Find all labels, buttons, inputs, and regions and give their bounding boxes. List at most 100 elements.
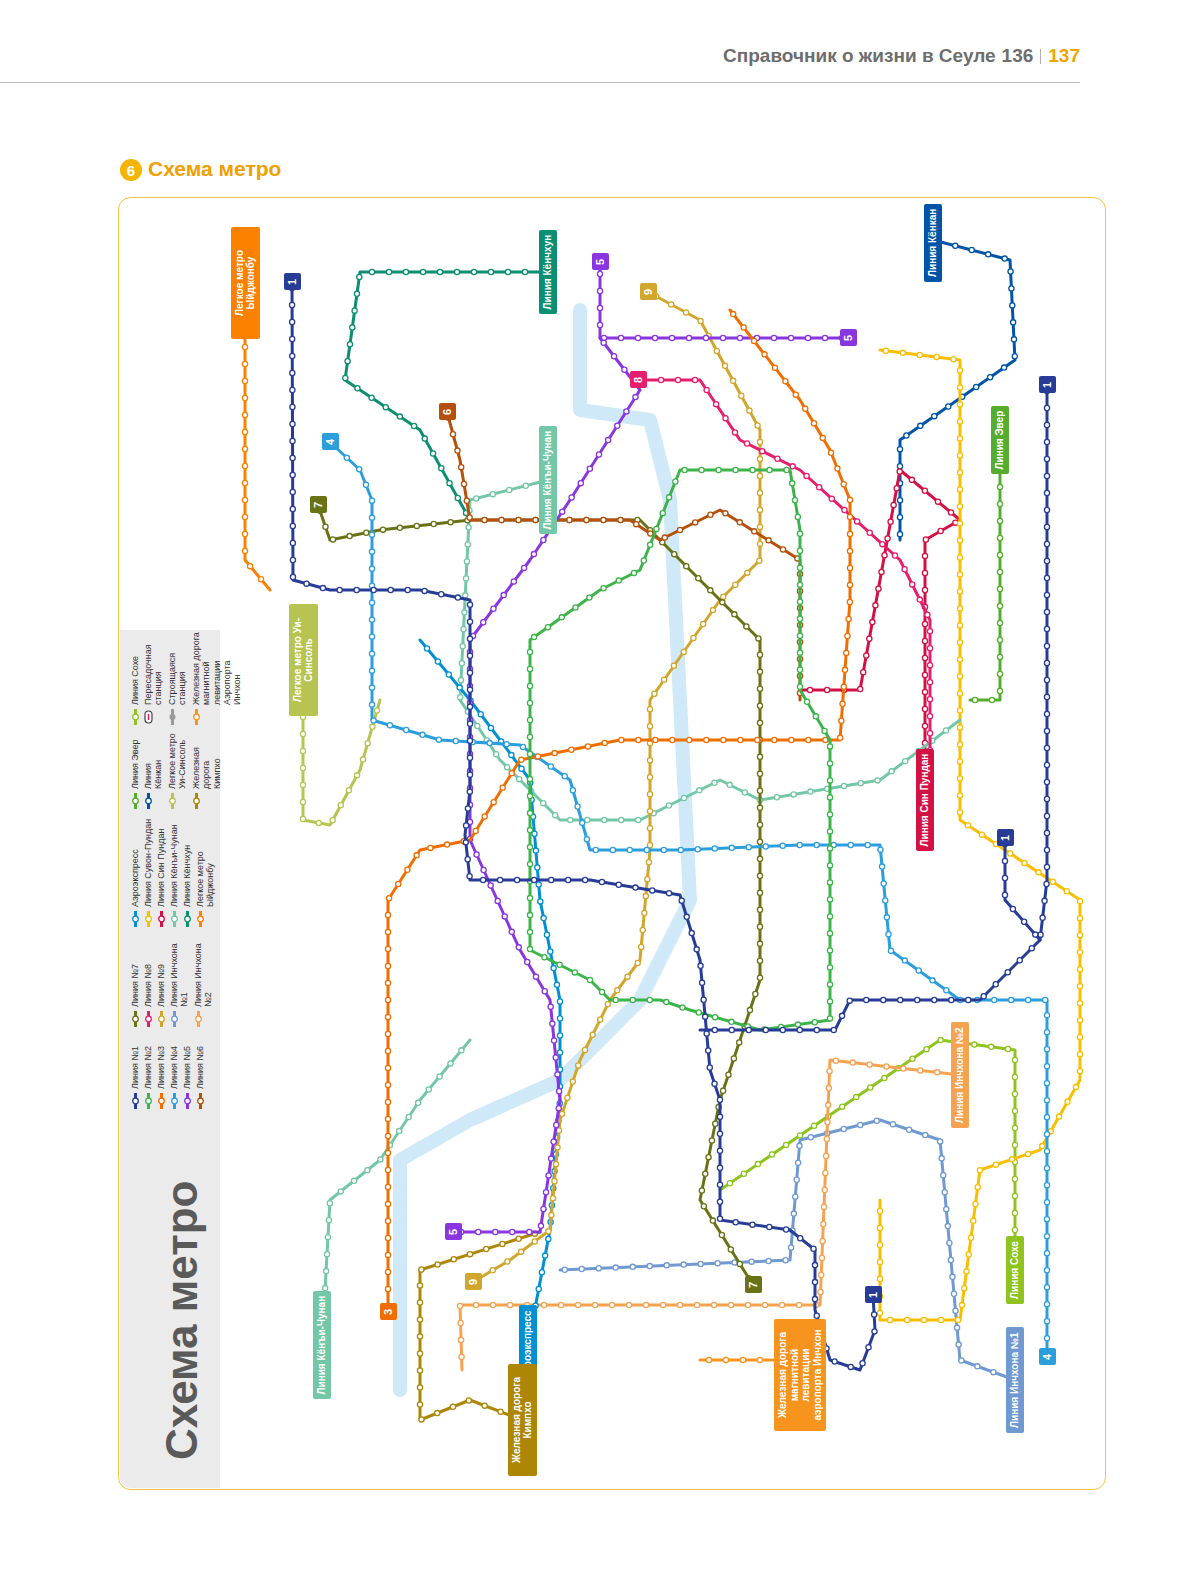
station-dot bbox=[290, 557, 295, 562]
station-dot bbox=[1008, 851, 1013, 856]
station-dot bbox=[792, 498, 797, 503]
station-dot bbox=[1026, 1151, 1031, 1156]
station-dot bbox=[923, 1132, 928, 1137]
station-dot bbox=[554, 982, 559, 987]
station-dot bbox=[797, 531, 802, 536]
station-dot bbox=[474, 852, 479, 857]
station-dot bbox=[739, 393, 744, 398]
station-dot bbox=[823, 1170, 828, 1175]
station-dot bbox=[957, 674, 962, 679]
station-dot bbox=[686, 335, 691, 340]
legend-item: Железная дорога Кимпхо bbox=[191, 732, 222, 810]
station-dot bbox=[741, 325, 746, 330]
station-dot bbox=[935, 499, 940, 504]
station-dot bbox=[717, 1114, 722, 1119]
station-dot bbox=[757, 822, 762, 827]
station-dot bbox=[1044, 660, 1049, 665]
station-dot bbox=[475, 723, 480, 728]
station-dot bbox=[757, 558, 762, 563]
station-dot bbox=[572, 970, 577, 975]
station-dot bbox=[795, 514, 800, 519]
station-dot bbox=[647, 775, 652, 780]
legend-item: Линия №4 bbox=[169, 1035, 179, 1110]
station-dot bbox=[932, 414, 937, 419]
station-dot bbox=[488, 725, 493, 730]
station-dot bbox=[827, 1016, 832, 1021]
station-dot bbox=[481, 620, 486, 625]
station-dot bbox=[951, 1291, 956, 1296]
station-dot bbox=[997, 518, 1002, 523]
station-dot bbox=[814, 1313, 819, 1318]
station-dot bbox=[1044, 473, 1049, 478]
station-dot bbox=[712, 1027, 717, 1032]
station-dot bbox=[491, 606, 496, 611]
legend-text: Пересадочная станция bbox=[143, 630, 164, 705]
station-dot bbox=[647, 997, 652, 1002]
metro-line-path bbox=[447, 412, 800, 700]
station-dot bbox=[957, 572, 962, 577]
station-dot bbox=[549, 877, 554, 882]
station-dot bbox=[1056, 1114, 1061, 1119]
station-dot bbox=[304, 581, 309, 586]
legend-item: Линия №7 bbox=[130, 933, 140, 1028]
station-dot bbox=[436, 737, 441, 742]
station-dot bbox=[664, 1263, 669, 1268]
station-dot bbox=[642, 910, 647, 915]
station-dot bbox=[575, 1302, 580, 1307]
station-dot bbox=[749, 1259, 754, 1264]
station-dot bbox=[957, 657, 962, 662]
page-header: Справочник о жизни в Сеуле136137 bbox=[723, 45, 1080, 67]
station-dot bbox=[1044, 1234, 1049, 1239]
station-dot bbox=[324, 1252, 329, 1257]
station-dot bbox=[972, 697, 977, 702]
station-dot bbox=[584, 837, 589, 842]
station-dot bbox=[973, 1201, 978, 1206]
station-dot bbox=[478, 712, 483, 717]
station-dot bbox=[599, 989, 604, 994]
station-dot bbox=[993, 982, 998, 987]
station-dot bbox=[490, 1302, 495, 1307]
station-dot bbox=[613, 1265, 618, 1270]
station-dot bbox=[476, 1229, 481, 1234]
station-dot bbox=[918, 1068, 923, 1073]
station-dot bbox=[569, 495, 574, 500]
metro-line bbox=[527, 467, 832, 1032]
station-dot bbox=[536, 882, 541, 887]
station-dot bbox=[957, 436, 962, 441]
station-dot bbox=[1077, 1018, 1082, 1023]
station-dot bbox=[613, 997, 618, 1002]
station-dot bbox=[533, 848, 538, 853]
station-dot bbox=[922, 570, 927, 575]
station-dot bbox=[812, 1262, 817, 1267]
station-dot bbox=[997, 654, 1002, 659]
station-dot bbox=[551, 966, 556, 971]
station-dot bbox=[610, 847, 615, 852]
line-number-badge: 9 bbox=[640, 284, 657, 301]
station-dot bbox=[567, 517, 572, 522]
station-dot bbox=[867, 636, 872, 641]
station-dot bbox=[805, 335, 810, 340]
station-dot bbox=[647, 792, 652, 797]
line-number-badge: 1 bbox=[284, 274, 301, 291]
station-dot bbox=[597, 271, 602, 276]
metro-line bbox=[330, 442, 1050, 1357]
line-label: Линия Син Пундан bbox=[919, 754, 931, 847]
station-dot bbox=[520, 744, 525, 749]
station-dot bbox=[647, 809, 652, 814]
station-dot bbox=[553, 1162, 558, 1167]
legend-swatch bbox=[144, 1092, 153, 1110]
station-dot bbox=[948, 1257, 953, 1262]
station-dot bbox=[966, 997, 971, 1002]
line-name-box: Линия Сохе bbox=[1006, 1236, 1024, 1304]
station-dot bbox=[556, 1128, 561, 1133]
station-dot bbox=[463, 576, 468, 581]
line-label: 1 bbox=[865, 1287, 882, 1304]
station-dot bbox=[767, 467, 772, 472]
station-dot bbox=[1044, 575, 1049, 580]
station-dot bbox=[542, 1253, 547, 1258]
station-dot bbox=[842, 507, 847, 512]
station-dot bbox=[979, 832, 984, 837]
station-dot bbox=[884, 915, 889, 920]
station-dot bbox=[884, 1064, 889, 1069]
station-dot bbox=[662, 677, 667, 682]
